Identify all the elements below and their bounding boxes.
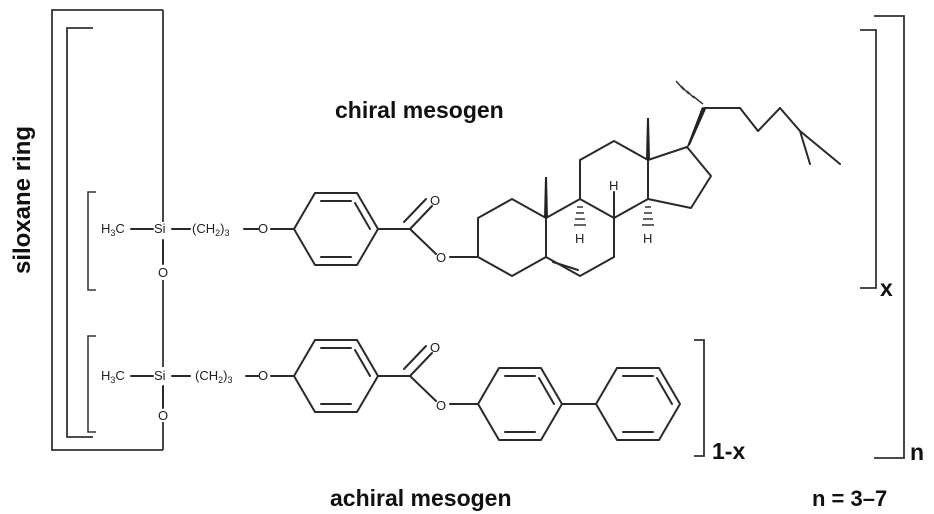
siloxane-ring-bracket xyxy=(51,9,164,451)
h-atom-c9: H xyxy=(575,231,584,246)
o-link-atom: O xyxy=(258,221,268,236)
siloxane-o-atom-lower: O xyxy=(158,408,168,423)
ch2-sub-lower: 2 xyxy=(218,375,223,385)
x-label: x xyxy=(880,275,893,301)
siloxane-o-atom: O xyxy=(158,265,168,280)
o-link-atom-lower: O xyxy=(258,368,268,383)
lower-ester: O O xyxy=(377,340,479,413)
h3c-c-lower: C xyxy=(115,368,124,383)
h3c-h-lower: H xyxy=(101,368,110,383)
ch2-open: (CH xyxy=(192,221,215,236)
si-atom: Si xyxy=(154,221,166,236)
svg-text:H3C: H3C xyxy=(101,221,125,238)
achiral-mesogen-label: achiral mesogen xyxy=(330,485,512,511)
ch2-n: 3 xyxy=(224,228,229,238)
ch2-close: ) xyxy=(220,221,224,236)
h3c-sub-lower: 3 xyxy=(110,375,115,385)
carbonyl-o-atom: O xyxy=(430,193,440,208)
lower-silane-group: H3C Si (CH2)3 O O xyxy=(101,368,295,423)
n-range-label: n = 3–7 xyxy=(812,486,887,511)
one-minus-x-bracket xyxy=(694,339,705,457)
one-minus-x-label: 1-x xyxy=(712,438,745,464)
n-bracket xyxy=(874,15,905,459)
h3c-sub: 3 xyxy=(110,228,115,238)
carbonyl-o-atom-lower: O xyxy=(430,340,440,355)
ch2-open-lower: (CH xyxy=(195,368,218,383)
n-label: n xyxy=(910,439,924,465)
chiral-mesogen-label: chiral mesogen xyxy=(335,97,504,123)
ch2-n-lower: 3 xyxy=(227,375,232,385)
si-atom-lower: Si xyxy=(154,368,166,383)
biphenyl-group xyxy=(477,367,681,441)
svg-text:H3C: H3C xyxy=(101,368,125,385)
h3c-c: C xyxy=(115,221,124,236)
h-atom-c8: H xyxy=(609,178,618,193)
upper-ester: O O xyxy=(377,193,479,265)
ester-o-atom-lower: O xyxy=(436,398,446,413)
svg-text:(CH2)3: (CH2)3 xyxy=(195,368,232,385)
upper-silane-group: H3C Si (CH2)3 O O xyxy=(101,221,295,280)
ch2-sub: 2 xyxy=(215,228,220,238)
h-atom-c14: H xyxy=(643,231,652,246)
ch2-close-lower: ) xyxy=(223,368,227,383)
siloxane-ring-label: siloxane ring xyxy=(9,126,36,274)
inner-unit-brackets xyxy=(87,191,96,433)
x-bracket xyxy=(860,29,877,289)
svg-text:(CH2)3: (CH2)3 xyxy=(192,221,229,238)
lower-benzene-ring xyxy=(293,339,379,413)
cholesteryl-skeleton: H H H xyxy=(477,80,841,277)
upper-benzene-ring xyxy=(293,192,379,266)
h3c-h: H xyxy=(101,221,110,236)
ester-o-atom: O xyxy=(436,250,446,265)
